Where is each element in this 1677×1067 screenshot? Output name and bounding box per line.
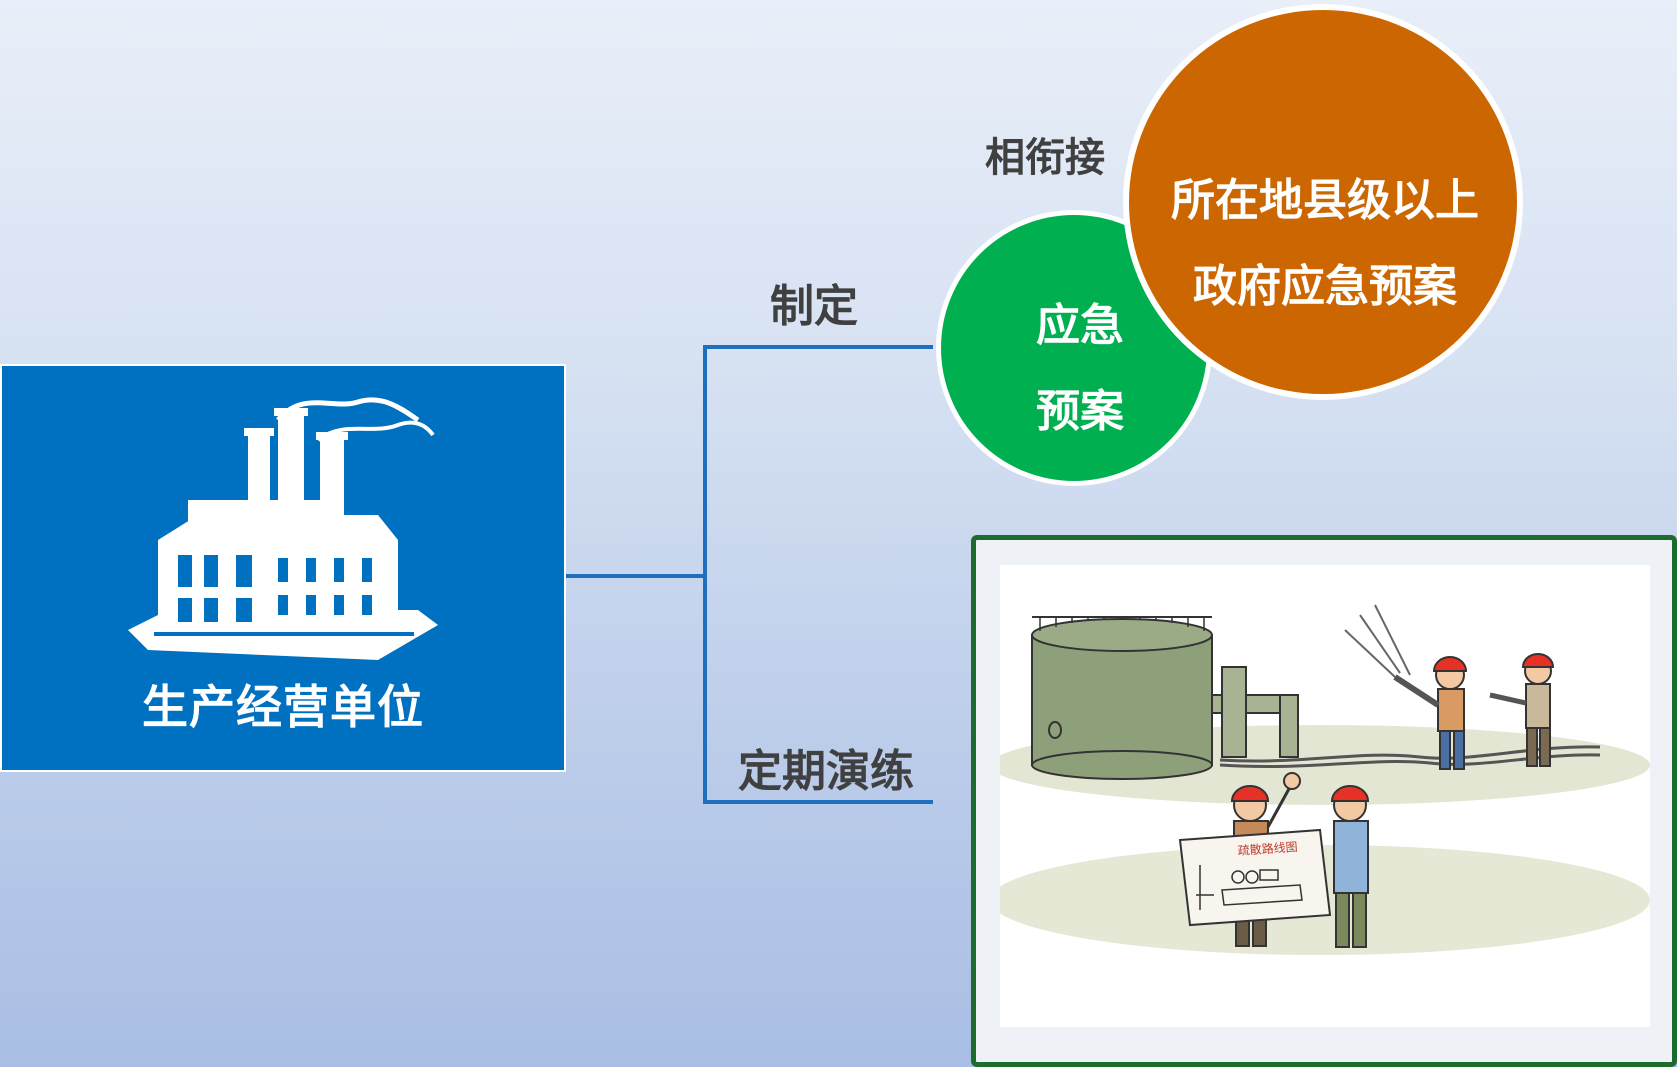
emergency-plan-line2: 预案: [1036, 386, 1124, 437]
formulate-label: 制定: [770, 281, 858, 332]
worker-nozzle: [1393, 656, 1468, 770]
government-plan-text: 所在地县级以上 政府应急预案: [1140, 158, 1510, 330]
production-unit-box: 生产经营单位: [0, 364, 566, 772]
emergency-drill-illustration: 疏散路线图: [1000, 565, 1650, 1027]
drill-label: 定期演练: [738, 746, 914, 797]
worker-hose: [1489, 653, 1555, 767]
evacuation-map: 疏散路线图: [1178, 828, 1332, 927]
factory-icon: [128, 397, 438, 660]
government-plan-line1: 所在地县级以上: [1171, 175, 1479, 226]
evacuation-map-sign: 疏散路线图: [1237, 839, 1298, 858]
government-plan-circle: [1123, 4, 1523, 400]
emergency-plan-circle: [936, 210, 1212, 486]
emergency-plan-line1: 应急: [1036, 300, 1124, 351]
unit-label: 生产经营单位: [142, 680, 424, 734]
government-plan-line2: 政府应急预案: [1193, 261, 1457, 312]
storage-tank: [1031, 616, 1213, 780]
worker-right: [1330, 785, 1370, 948]
connect-label: 相衔接: [985, 135, 1105, 181]
emergency-plan-text: 应急 预案: [1000, 283, 1160, 455]
